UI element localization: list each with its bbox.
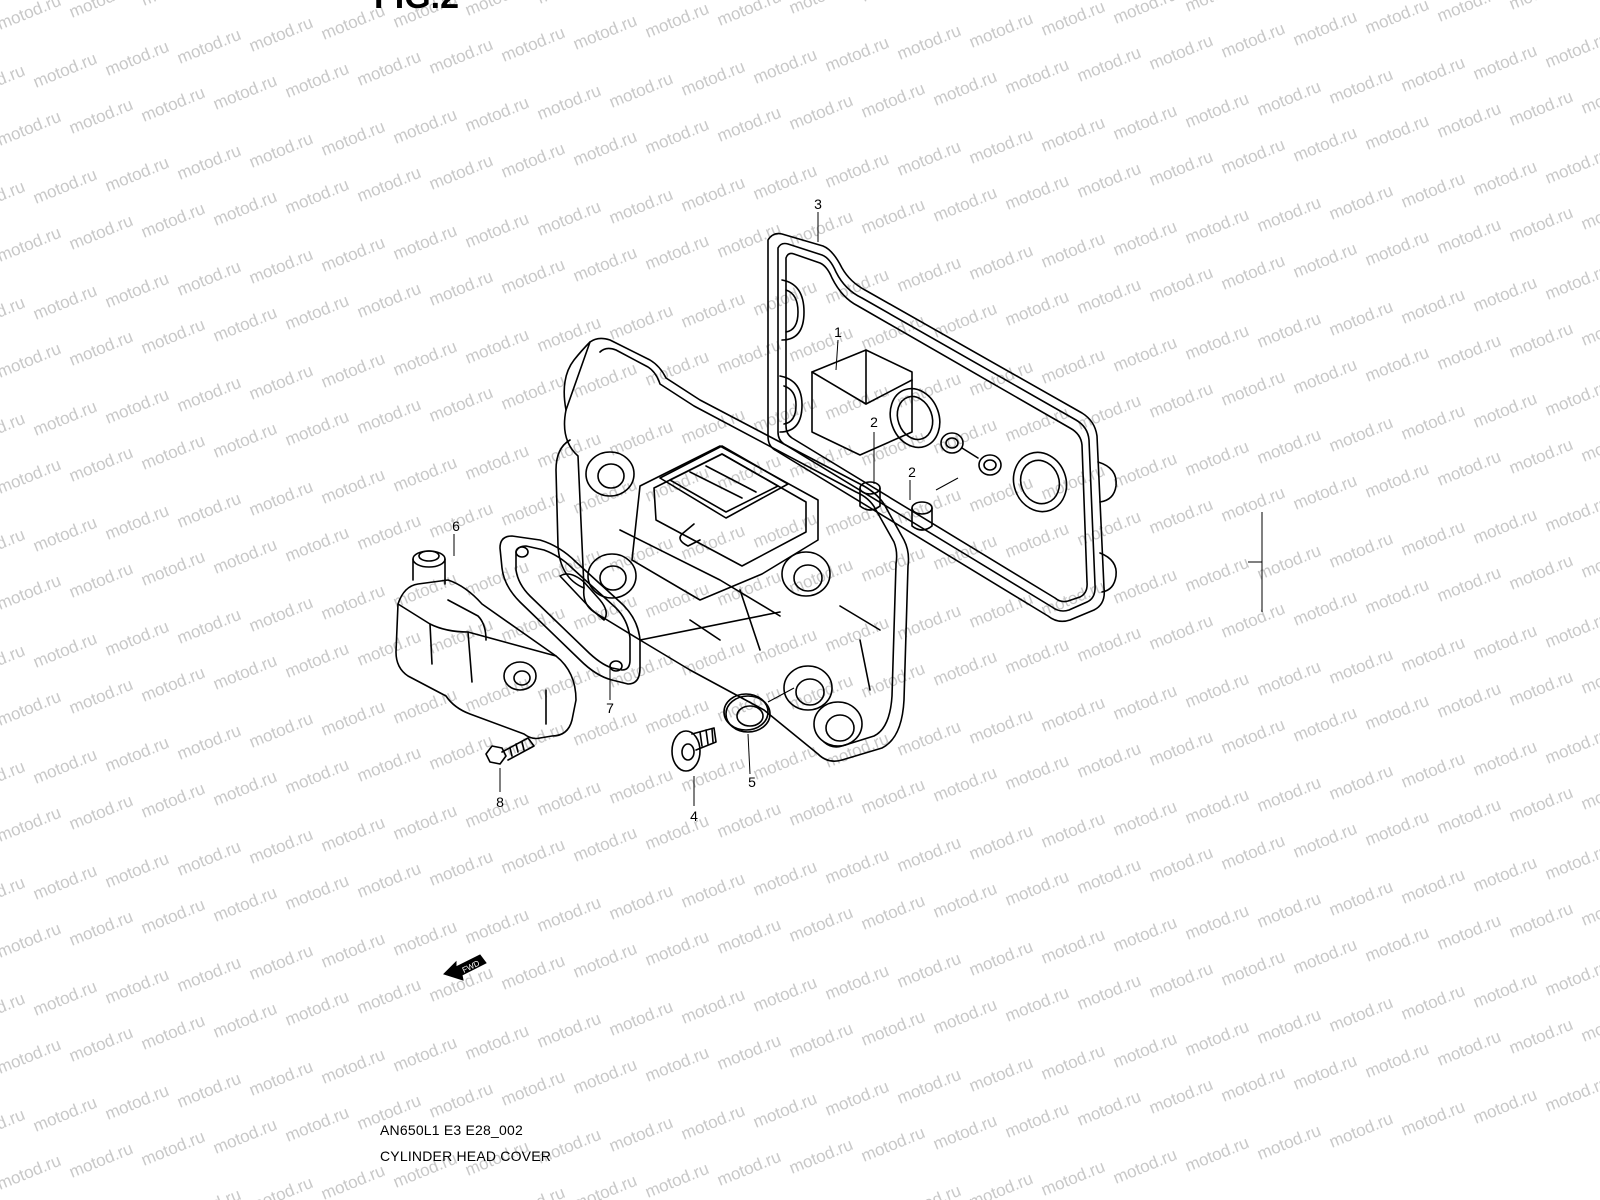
callout-1: 1	[834, 324, 842, 340]
fwd-label: FWD	[461, 959, 482, 975]
figure-name: CYLINDER HEAD COVER	[380, 1148, 552, 1164]
callout-6: 6	[452, 518, 460, 534]
callout-7: 7	[606, 700, 614, 716]
figure-title: FIG.2	[374, 0, 459, 17]
leader-lines	[453, 212, 1263, 806]
figure-code: AN650L1 E3 E28_002	[380, 1122, 523, 1138]
callout-5: 5	[748, 774, 756, 790]
part-7-breather-gasket	[499, 535, 641, 685]
callout-3: 3	[814, 196, 822, 212]
callout-2b: 2	[908, 464, 916, 480]
callout-4: 4	[690, 808, 698, 824]
part-2-dowel-pins	[859, 481, 933, 531]
cylinder-head-cover	[555, 337, 910, 762]
part-4-bolt	[671, 727, 717, 772]
part-8-bolt	[485, 737, 535, 765]
part-1-seal-block	[811, 349, 913, 456]
part-5-washer	[723, 693, 771, 733]
callout-2a: 2	[870, 414, 878, 430]
part-3-head-cover-gasket	[767, 232, 1117, 623]
part-6-breather-cover	[395, 550, 577, 740]
callout-8: 8	[496, 794, 504, 810]
fwd-arrow-icon: FWD	[443, 954, 487, 981]
